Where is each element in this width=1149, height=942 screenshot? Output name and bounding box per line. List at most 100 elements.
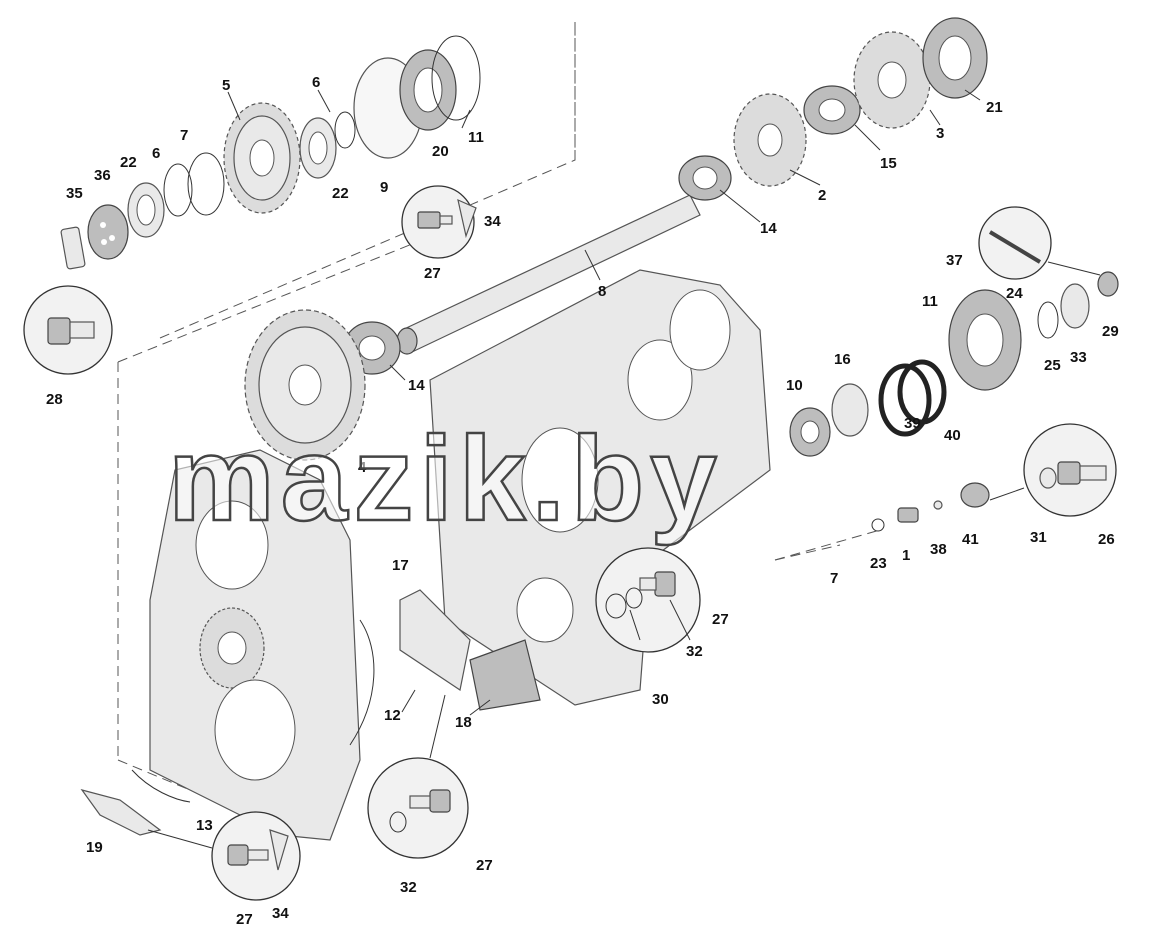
callout-23: 23 bbox=[870, 555, 887, 572]
ring-6-middle bbox=[334, 111, 356, 149]
callout-32: 32 bbox=[686, 643, 703, 660]
callout-20: 20 bbox=[432, 143, 449, 160]
callout-40: 40 bbox=[944, 427, 961, 444]
callout-31: 31 bbox=[1030, 529, 1047, 546]
bushing-10 bbox=[789, 407, 831, 457]
detail-circle-26-31 bbox=[989, 423, 1117, 517]
lock-plate-35 bbox=[60, 226, 86, 270]
bushing-14-upper bbox=[678, 155, 732, 201]
callout-11: 11 bbox=[468, 129, 484, 146]
leader-lines bbox=[227, 89, 981, 716]
callout-33: 33 bbox=[1070, 349, 1087, 366]
washer-33 bbox=[1060, 283, 1090, 329]
callout-9: 9 bbox=[380, 179, 388, 196]
callout-7: 7 bbox=[180, 127, 188, 144]
plate-19 bbox=[80, 788, 162, 836]
callout-1: 1 bbox=[902, 547, 910, 564]
gear-2 bbox=[733, 93, 807, 187]
bearing-21 bbox=[922, 17, 988, 99]
ring-23 bbox=[871, 518, 885, 532]
callout-15: 15 bbox=[880, 155, 897, 172]
phantom-outline-lower bbox=[117, 544, 841, 791]
callout-labels: 35 36 22 6 7 5 6 22 9 20 11 27 34 28 8 1… bbox=[46, 74, 1119, 928]
callout-28: 28 bbox=[46, 391, 63, 408]
flange-cover-36 bbox=[87, 204, 129, 260]
callout-27: 27 bbox=[236, 911, 253, 928]
ring-7-left bbox=[187, 152, 225, 216]
gear-3 bbox=[853, 31, 931, 129]
detail-circle-32-27-bottom bbox=[367, 694, 469, 859]
phantom-outline-upper bbox=[117, 22, 576, 760]
callout-6: 6 bbox=[152, 145, 160, 162]
watermark-text: mazik.by bbox=[168, 412, 723, 546]
ring-25 bbox=[1037, 301, 1059, 339]
seal-40 bbox=[897, 359, 947, 425]
callout-19: 19 bbox=[86, 839, 103, 856]
ring-6-left bbox=[163, 163, 193, 217]
callout-24: 24 bbox=[1006, 285, 1023, 302]
callout-26: 26 bbox=[1098, 531, 1115, 548]
callout-2: 2 bbox=[818, 187, 826, 204]
callout-7: 7 bbox=[830, 570, 838, 587]
callout-25: 25 bbox=[1044, 357, 1061, 374]
gear-5 bbox=[223, 102, 301, 214]
detail-circle-27-34-bottom bbox=[147, 811, 301, 901]
gear-4 bbox=[244, 309, 366, 461]
bracket-18 bbox=[469, 639, 541, 711]
gasket-12 bbox=[349, 619, 375, 746]
shaft-8 bbox=[396, 194, 701, 355]
callout-16: 16 bbox=[834, 351, 851, 368]
gearbox-housing-front bbox=[149, 449, 361, 841]
bushing-15 bbox=[803, 85, 861, 135]
ring-16 bbox=[831, 383, 869, 437]
callout-36: 36 bbox=[94, 167, 111, 184]
callout-4: 4 bbox=[358, 459, 367, 476]
callout-5: 5 bbox=[222, 77, 230, 94]
callout-17: 17 bbox=[392, 557, 409, 574]
seal-39 bbox=[878, 363, 932, 437]
detail-circle-27-34-top bbox=[401, 185, 477, 259]
callout-8: 8 bbox=[598, 283, 606, 300]
deflector-17 bbox=[399, 589, 471, 691]
axis-line-7 bbox=[774, 529, 881, 561]
bearing-20 bbox=[399, 49, 457, 131]
callout-27: 27 bbox=[424, 265, 441, 282]
detail-circle-28 bbox=[23, 285, 113, 375]
callout-10: 10 bbox=[786, 377, 803, 394]
callout-35: 35 bbox=[66, 185, 83, 202]
callout-13: 13 bbox=[196, 817, 213, 834]
callout-14: 14 bbox=[760, 220, 777, 237]
bearing-22-left bbox=[127, 182, 165, 238]
callout-37: 37 bbox=[946, 252, 963, 269]
callout-30: 30 bbox=[652, 691, 669, 708]
callout-12: 12 bbox=[384, 707, 401, 724]
callout-38: 38 bbox=[930, 541, 947, 558]
callout-27: 27 bbox=[712, 611, 729, 628]
callout-3: 3 bbox=[936, 125, 944, 142]
nut-29 bbox=[1097, 271, 1119, 297]
callout-29: 29 bbox=[1102, 323, 1119, 340]
callout-18: 18 bbox=[455, 714, 472, 731]
callout-22: 22 bbox=[332, 185, 349, 202]
bearing-22-middle bbox=[299, 117, 337, 179]
callout-41: 41 bbox=[962, 531, 979, 548]
callout-34: 34 bbox=[272, 905, 289, 922]
flange-11-right bbox=[948, 289, 1022, 391]
callout-27: 27 bbox=[476, 857, 493, 874]
callout-34: 34 bbox=[484, 213, 501, 230]
callout-22: 22 bbox=[120, 154, 137, 171]
detail-circle-27-30-32-middle bbox=[595, 547, 701, 653]
callout-32: 32 bbox=[400, 879, 417, 896]
ring-38 bbox=[933, 500, 943, 510]
plug-41 bbox=[960, 482, 990, 508]
callout-14: 14 bbox=[408, 377, 425, 394]
gasket-13 bbox=[131, 769, 191, 803]
detail-circle-37 bbox=[978, 206, 1101, 280]
bushing-1 bbox=[897, 507, 919, 523]
callout-39: 39 bbox=[904, 415, 921, 432]
gearbox-housing-rear bbox=[429, 269, 771, 706]
callout-6: 6 bbox=[312, 74, 320, 91]
callout-11: 11 bbox=[922, 293, 938, 310]
